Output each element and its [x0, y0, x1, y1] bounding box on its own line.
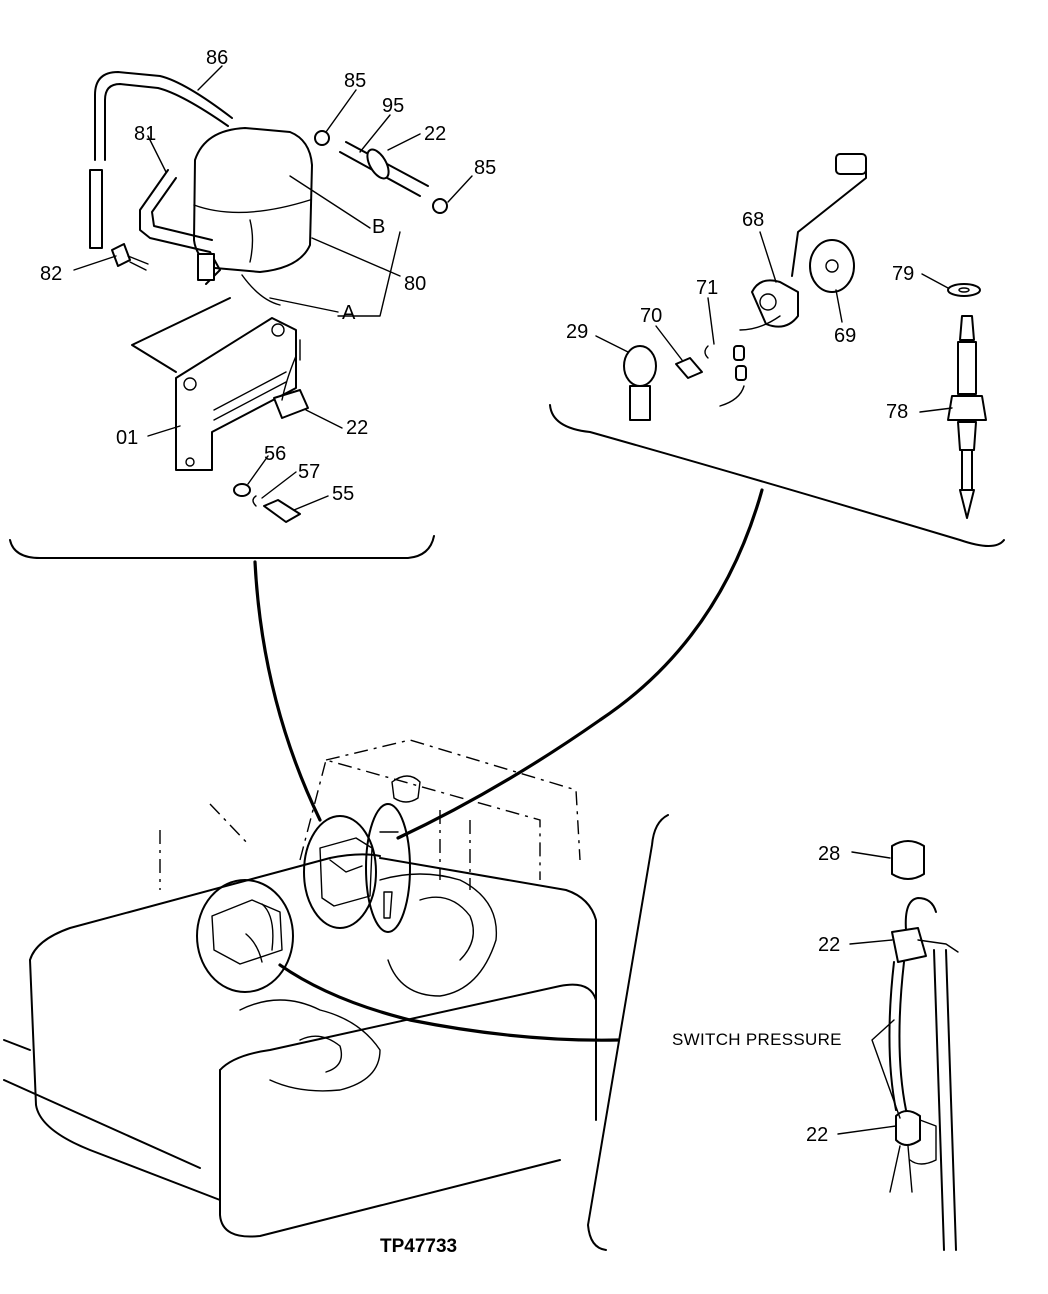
- callout-01: 01: [116, 427, 138, 449]
- callout-85-top: 85: [344, 70, 366, 92]
- callout-82: 82: [40, 263, 62, 285]
- callout-79: 79: [892, 263, 914, 285]
- machine-overview: [3, 739, 597, 1238]
- leader-lines: [73, 65, 953, 1135]
- callout-78: 78: [886, 401, 908, 423]
- callout-81: 81: [134, 123, 156, 145]
- callout-80: 80: [404, 273, 426, 295]
- switch-pressure-label: SWITCH PRESSURE: [672, 1030, 842, 1049]
- callout-B: B: [372, 216, 385, 238]
- callout-68: 68: [742, 209, 764, 231]
- callout-70: 70: [640, 305, 662, 327]
- figure-id: TP47733: [380, 1236, 457, 1257]
- callout-22-bracket: 22: [346, 417, 368, 439]
- callout-69: 69: [834, 325, 856, 347]
- detail-frames: [9, 404, 1005, 1251]
- callout-labels: 86 85 95 22 85 81 82 B 80 A 01 22 56 57 …: [40, 47, 914, 1257]
- pump-assembly: [623, 153, 987, 519]
- callout-57: 57: [298, 461, 320, 483]
- callout-71: 71: [696, 277, 718, 299]
- callout-22-switch-upper: 22: [818, 934, 840, 956]
- callout-22-top: 22: [424, 123, 446, 145]
- callout-29: 29: [566, 321, 588, 343]
- callout-55: 55: [332, 483, 354, 505]
- callout-85-right: 85: [474, 157, 496, 179]
- pressure-switch-assembly: [871, 840, 959, 1251]
- callout-22-switch-lower: 22: [806, 1124, 828, 1146]
- callout-56: 56: [264, 443, 286, 465]
- callout-28: 28: [818, 843, 840, 865]
- reservoir-assembly: [89, 71, 448, 523]
- callout-A: A: [342, 302, 356, 324]
- callout-86: 86: [206, 47, 228, 69]
- callout-95: 95: [382, 95, 404, 117]
